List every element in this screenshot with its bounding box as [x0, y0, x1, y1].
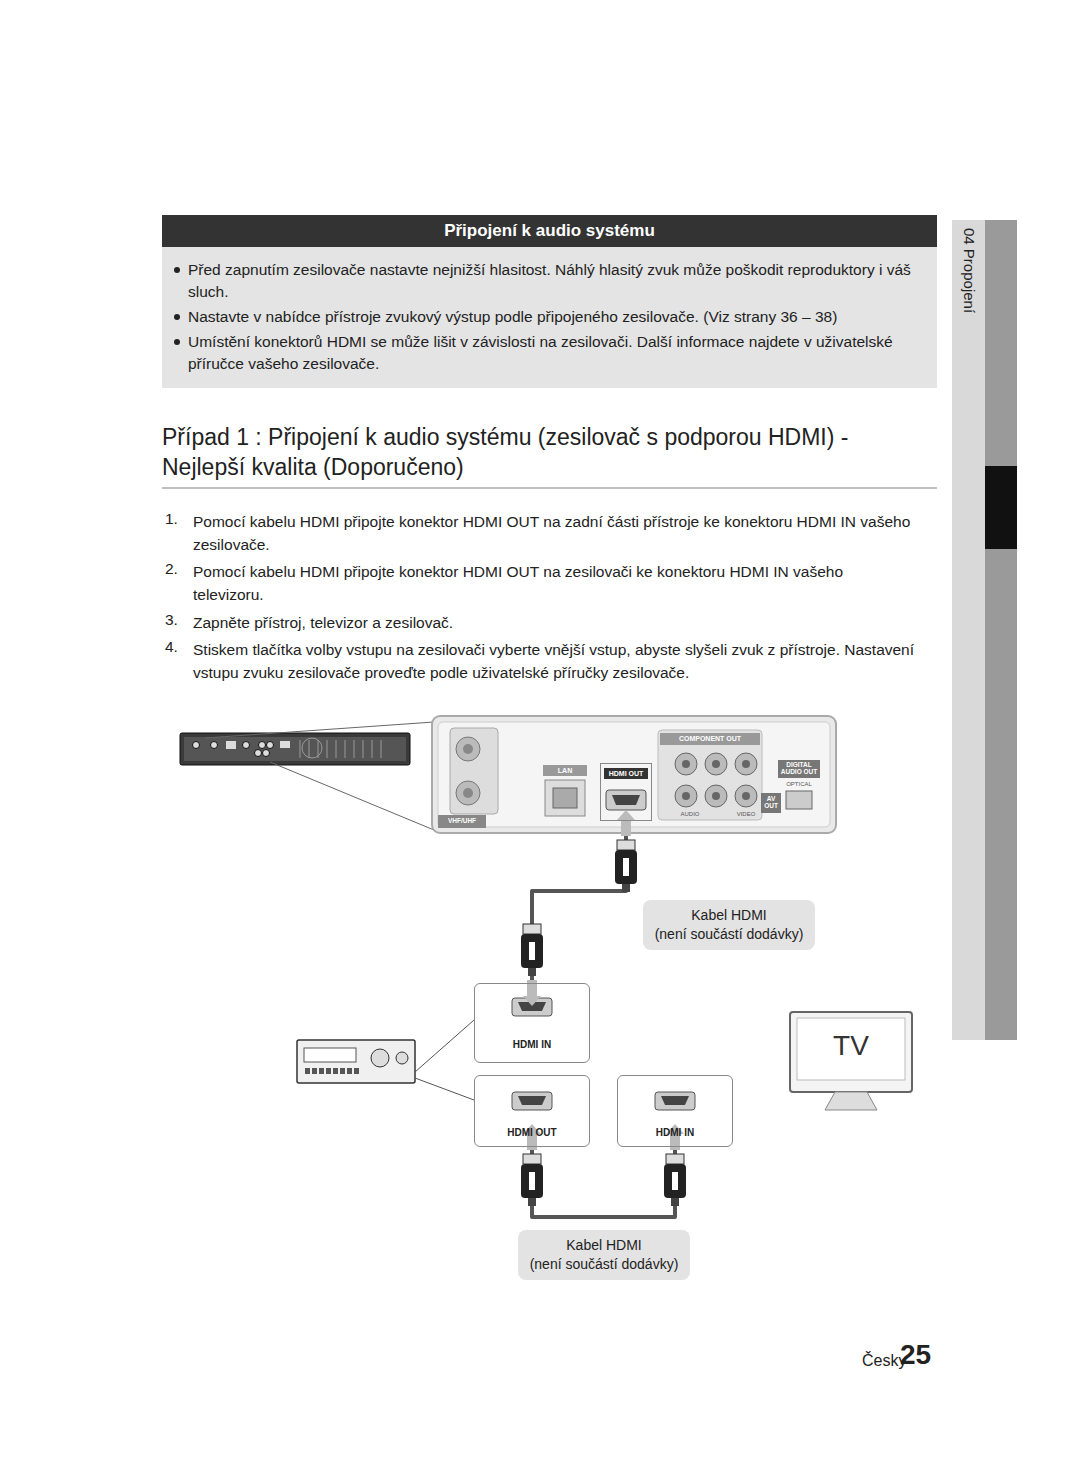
- cable-label: Kabel HDMI(není součástí dodávky): [643, 900, 815, 950]
- tv-screen-text: TV: [821, 1031, 881, 1062]
- bullet-dot: [174, 267, 180, 273]
- rear-panel-zoom: [432, 716, 836, 833]
- bullet-dot: [174, 314, 180, 320]
- panel-label: VHF/UHF: [438, 817, 486, 824]
- cable-caption: Kabel HDMI: [524, 1236, 684, 1255]
- language-label: Česky: [862, 1352, 906, 1370]
- amplifier: [297, 1040, 415, 1083]
- heading-rule: [162, 487, 937, 489]
- zoom-leader: [270, 762, 434, 830]
- panel-label: OPTICAL: [778, 781, 820, 788]
- port-panel: HDMI OUT: [600, 763, 652, 821]
- zoom-leader: [205, 722, 434, 738]
- step-text: Stiskem tlačítka volby vstupu na zesilov…: [193, 638, 918, 684]
- chapter-side-tab: 04 Propojení: [952, 220, 985, 1040]
- step-number: 3.: [165, 611, 178, 628]
- panel-label: VIDEO: [726, 811, 766, 818]
- note-text: Před zapnutím zesilovače nastavte nejniž…: [172, 259, 927, 303]
- note-text: Nastavte v nabídce přístroje zvukový výs…: [172, 306, 927, 328]
- hdmi-cable: [532, 1147, 675, 1217]
- panel-label: AV OUT: [761, 795, 781, 809]
- step-text: Zapněte přístroj, televizor a zesilovač.: [193, 611, 918, 634]
- notes-box: Před zapnutím zesilovače nastavte nejniž…: [162, 247, 937, 388]
- hdmi-plug: [615, 810, 637, 892]
- step-number: 1.: [165, 510, 178, 527]
- side-tab-marker: [985, 466, 1017, 549]
- tv-set: [790, 1012, 912, 1110]
- panel-label: AUDIO: [670, 811, 710, 818]
- port-label: HDMI OUT: [475, 1127, 589, 1138]
- page-number: 25: [900, 1340, 931, 1371]
- cable-caption: Kabel HDMI: [649, 906, 809, 925]
- zoom-leader: [415, 1020, 474, 1072]
- step-number: 2.: [165, 560, 178, 577]
- chapter-label: 04 Propojení: [961, 228, 978, 313]
- port-label: HDMI IN: [618, 1127, 732, 1138]
- port-label: HDMI OUT: [604, 768, 648, 779]
- note-text: Umístění konektorů HDMI se může lišit v …: [172, 331, 927, 375]
- bullet-dot: [174, 339, 180, 345]
- hdmi-port: [512, 1092, 552, 1110]
- panel-label: LAN: [543, 767, 587, 775]
- hdmi-port: [661, 1096, 689, 1105]
- port-panel: HDMI IN: [617, 1075, 733, 1147]
- hdmi-plug: [521, 924, 543, 1006]
- step-text: Pomocí kabelu HDMI připojte konektor HDM…: [193, 510, 918, 556]
- panel-label: COMPONENT OUT: [660, 735, 760, 743]
- cable-caption: (není součástí dodávky): [524, 1255, 684, 1274]
- section-header-band: Připojení k audio systému: [162, 215, 937, 247]
- cable-label: Kabel HDMI(není součástí dodávky): [518, 1230, 690, 1280]
- port-label: HDMI IN: [475, 1039, 589, 1050]
- zoom-leader: [415, 1078, 474, 1100]
- section-title: Připojení k audio systému: [170, 221, 929, 241]
- side-tab-dark: [985, 220, 1017, 1040]
- hdmi-port: [655, 1092, 695, 1110]
- hdmi-cable: [532, 821, 626, 983]
- port-panel: HDMI IN: [474, 983, 590, 1063]
- page-heading: Případ 1 : Připojení k audio systému (ze…: [162, 422, 922, 482]
- step-text: Pomocí kabelu HDMI připojte konektor HDM…: [193, 560, 918, 606]
- cable-caption: (není součástí dodávky): [649, 925, 809, 944]
- hdmi-port: [518, 1096, 546, 1105]
- step-number: 4.: [165, 638, 178, 655]
- panel-label: DIGITAL AUDIO OUT: [778, 761, 820, 775]
- port-panel: HDMI OUT: [474, 1075, 590, 1147]
